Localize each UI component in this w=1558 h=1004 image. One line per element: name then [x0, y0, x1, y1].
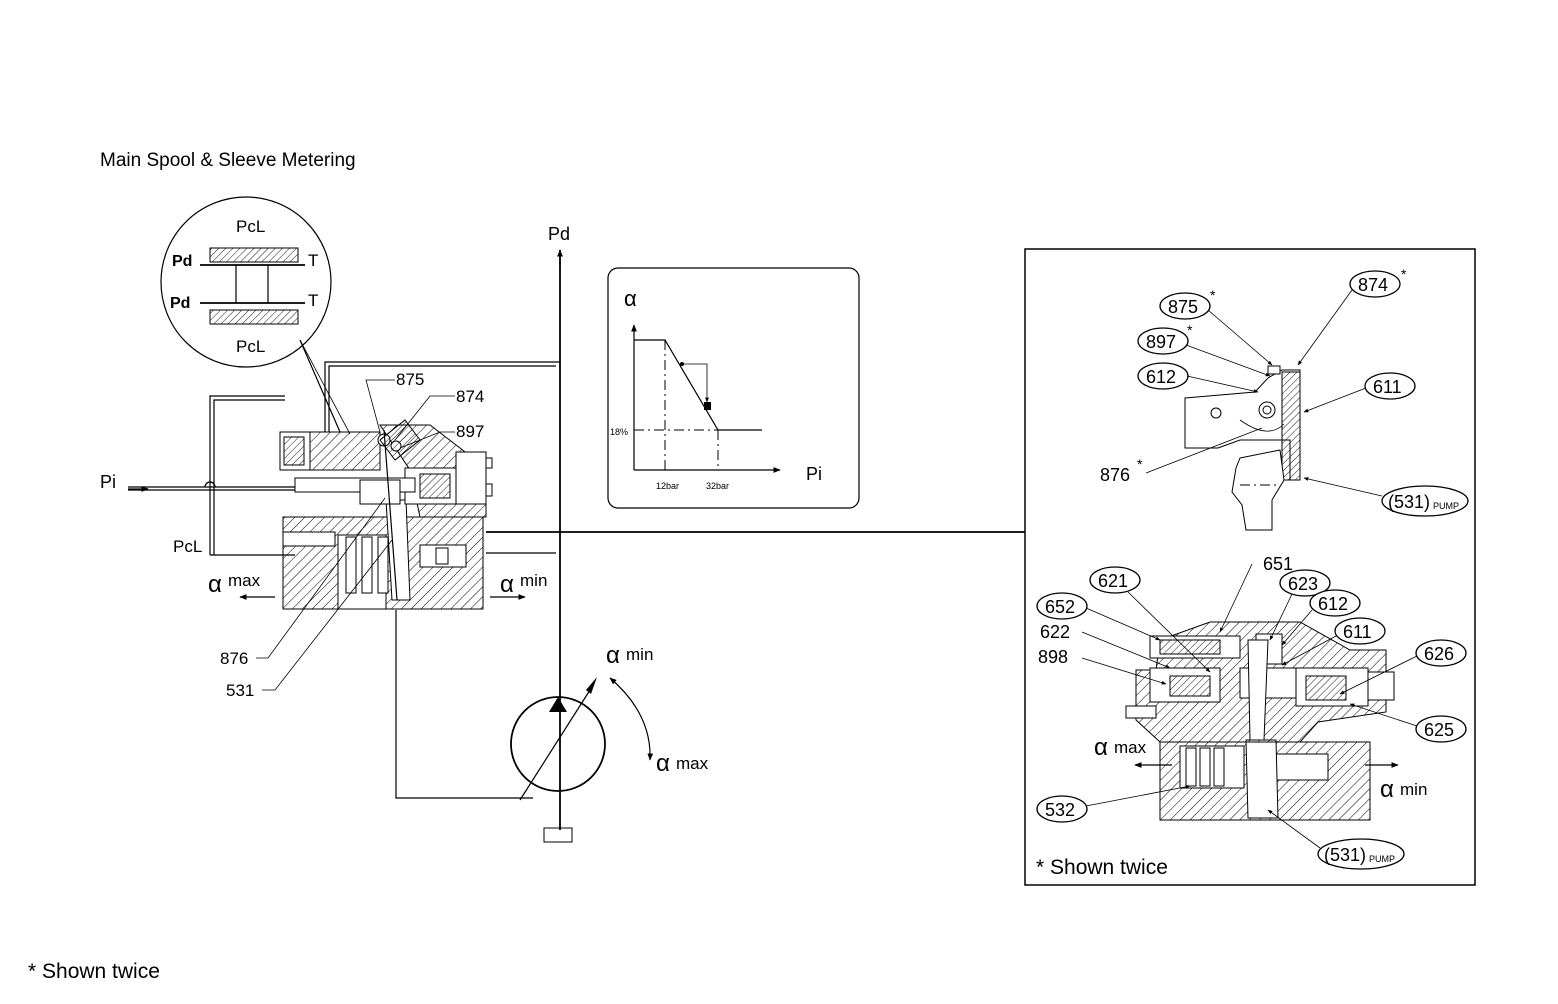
- balloon-611-lower: 611: [1343, 622, 1372, 642]
- balloon-652: 652: [1045, 597, 1075, 617]
- asterisk-876: *: [1137, 456, 1143, 472]
- alpha-max-symbol: α: [208, 571, 222, 598]
- label-874: 874: [456, 387, 484, 406]
- detail-lower-labels: 651 621 623 612 652 611 622 898 626: [1036, 554, 1467, 879]
- zoom-pd-lower: Pd: [170, 295, 190, 312]
- balloon-531-lower-sub: PUMP: [1369, 854, 1395, 864]
- detail-alpha-min-symbol: α: [1380, 776, 1394, 803]
- asterisk-874: *: [1401, 266, 1407, 282]
- page-title: Main Spool & Sleeve Metering: [100, 150, 356, 171]
- asterisk-897: *: [1187, 322, 1193, 338]
- balloon-897: 897: [1146, 332, 1176, 352]
- detail-top-drawing: [1184, 365, 1301, 531]
- graph-tick-12bar: 12bar: [656, 481, 679, 491]
- balloon-625: 625: [1424, 720, 1454, 740]
- port-pd-label: Pd: [548, 224, 570, 244]
- zoom-t-lower: T: [308, 291, 318, 310]
- label-897: 897: [456, 422, 484, 441]
- label-898: 898: [1038, 647, 1068, 667]
- port-pcl-label: PcL: [173, 537, 202, 556]
- pump-symbol: [510, 677, 654, 801]
- balloon-531-top: (531): [1388, 492, 1430, 512]
- zoom-pd-upper: Pd: [172, 253, 192, 270]
- label-876: 876: [220, 649, 248, 668]
- balloon-623: 623: [1288, 574, 1318, 594]
- regulator-body: [279, 419, 493, 610]
- detail-panel: 875 * 874 * 897 * 612 611 876 * (531) PU…: [1024, 248, 1476, 886]
- zoom-t-upper: T: [308, 251, 318, 270]
- pump-alpha-max-symbol: α: [656, 750, 670, 777]
- graph-tick-32bar: 32bar: [706, 481, 729, 491]
- balloon-531-lower: (531): [1324, 845, 1366, 865]
- balloon-621: 621: [1098, 571, 1128, 591]
- pump-alpha-min-symbol: α: [606, 642, 620, 669]
- label-875: 875: [396, 370, 424, 389]
- detail-lower-drawing: [1125, 621, 1395, 821]
- detail-footnote: * Shown twice: [1036, 856, 1168, 879]
- balloon-611-top: 611: [1373, 377, 1402, 397]
- port-pi-label: Pi: [100, 472, 116, 492]
- detail-alpha-max-symbol: α: [1094, 734, 1108, 761]
- balloon-875: 875: [1168, 297, 1198, 317]
- label-531: 531: [226, 681, 254, 700]
- schematic-part-labels: 875 874 897 876 531: [220, 370, 484, 700]
- graph-y-axis-label: α: [624, 286, 637, 311]
- characteristic-graph: α Pi 18% 12bar 32bar: [607, 267, 860, 509]
- graph-x-axis-label: Pi: [806, 464, 822, 484]
- schematic-ports: Pd Pi PcL α max α min α min α max: [100, 224, 709, 777]
- balloon-874: 874: [1358, 275, 1388, 295]
- footnote: * Shown twice: [28, 960, 160, 983]
- alpha-min-label: min: [520, 571, 547, 590]
- balloon-626: 626: [1424, 644, 1454, 664]
- detail-top-labels: 875 * 874 * 897 * 612 611 876 * (531) PU…: [1100, 266, 1469, 517]
- zoom-circle: PcL PcL Pd Pd T T: [160, 196, 351, 435]
- balloon-612-lower: 612: [1318, 594, 1348, 614]
- label-622: 622: [1040, 622, 1070, 642]
- alpha-min-symbol: α: [500, 571, 514, 598]
- zoom-top-label: PcL: [236, 217, 265, 236]
- detail-alpha-min-label: min: [1400, 780, 1427, 799]
- alpha-max-label: max: [228, 571, 261, 590]
- balloon-531-top-sub: PUMP: [1433, 501, 1459, 511]
- balloon-612-top: 612: [1146, 367, 1176, 387]
- graph-level-label: 18%: [610, 427, 628, 437]
- detail-alpha-max-label: max: [1114, 738, 1147, 757]
- pump-alpha-max-label: max: [676, 754, 709, 773]
- asterisk-875: *: [1210, 287, 1216, 303]
- label-876-detail: 876: [1100, 465, 1130, 485]
- label-651: 651: [1263, 554, 1293, 574]
- hydraulic-lines: [128, 249, 1025, 843]
- pump-alpha-min-label: min: [626, 645, 653, 664]
- balloon-532: 532: [1045, 800, 1075, 820]
- zoom-bottom-label: PcL: [236, 337, 265, 356]
